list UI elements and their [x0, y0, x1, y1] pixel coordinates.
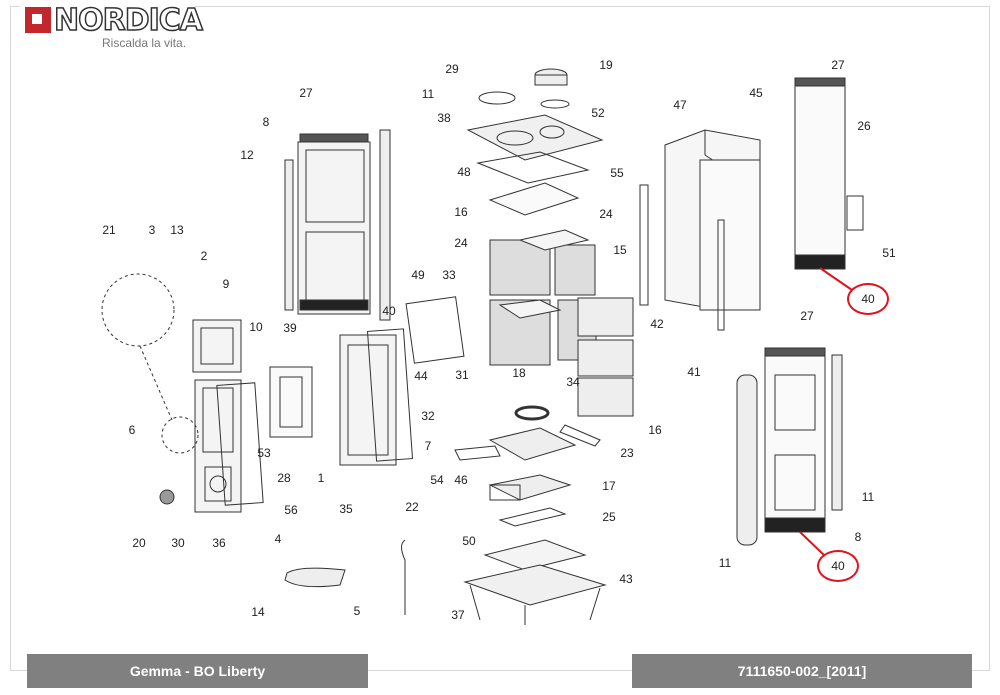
part-label[interactable]: 6 [128, 423, 136, 437]
part-label[interactable]: 8 [262, 115, 270, 129]
ash-tray-and-base [454, 405, 607, 625]
door-assembly [192, 319, 414, 513]
part-label[interactable]: 7 [424, 439, 432, 453]
part-label[interactable]: 15 [613, 243, 627, 257]
part-label[interactable]: 21 [102, 223, 116, 237]
part-label[interactable]: 19 [599, 58, 613, 72]
part-label[interactable]: 1 [317, 471, 325, 485]
part-label[interactable]: 40 [382, 304, 396, 318]
part-label[interactable]: 22 [405, 500, 419, 514]
part-label[interactable]: 47 [673, 98, 687, 112]
part-label[interactable]: 36 [212, 536, 226, 550]
model-name-bar: Gemma - BO Liberty [27, 654, 368, 688]
part-label[interactable]: 14 [251, 605, 265, 619]
part-label[interactable]: 50 [462, 534, 476, 548]
drawing-frame [10, 6, 990, 671]
part-label[interactable]: 46 [454, 473, 468, 487]
part-label[interactable]: 42 [650, 317, 664, 331]
part-label[interactable]: 24 [599, 207, 613, 221]
part-label[interactable]: 12 [240, 148, 254, 162]
part-label[interactable]: 31 [455, 368, 469, 382]
detail-circle [101, 273, 199, 454]
part-label[interactable]: 25 [602, 510, 616, 524]
part-label[interactable]: 41 [687, 365, 701, 379]
leader-lines [799, 267, 853, 557]
part-label[interactable]: 24 [454, 236, 468, 250]
part-label[interactable]: 44 [414, 369, 428, 383]
part-label[interactable]: 37 [451, 608, 465, 622]
part-label[interactable]: 51 [882, 246, 896, 260]
firebox-liners [405, 229, 634, 417]
part-label[interactable]: 53 [257, 446, 271, 460]
highlighted-part-label[interactable]: 40 [847, 283, 889, 315]
part-label[interactable]: 2 [200, 249, 208, 263]
part-label[interactable]: 43 [619, 572, 633, 586]
highlighted-part-label[interactable]: 40 [817, 550, 859, 582]
part-label[interactable]: 18 [512, 366, 526, 380]
part-label[interactable]: 28 [277, 471, 291, 485]
part-label[interactable]: 29 [445, 62, 459, 76]
drawing-code-bar: 7111650-002_[2011] [632, 654, 972, 688]
part-label[interactable]: 26 [857, 119, 871, 133]
part-label[interactable]: 52 [591, 106, 605, 120]
nordica-logo: NORDICA Riscalda la vita. [20, 2, 204, 50]
part-label[interactable]: 54 [430, 473, 444, 487]
logo-mark-icon [25, 7, 51, 33]
part-label[interactable]: 49 [411, 268, 425, 282]
part-label[interactable]: 8 [854, 530, 862, 544]
part-label[interactable]: 11 [718, 556, 732, 570]
part-label[interactable]: 48 [457, 165, 471, 179]
part-label[interactable]: 11 [861, 490, 875, 504]
part-label[interactable]: 35 [339, 502, 353, 516]
part-label[interactable]: 33 [442, 268, 456, 282]
part-label[interactable]: 30 [171, 536, 185, 550]
part-label[interactable]: 9 [222, 277, 230, 291]
part-label[interactable]: 38 [437, 111, 451, 125]
part-label[interactable]: 34 [566, 375, 580, 389]
part-label[interactable]: 27 [800, 309, 814, 323]
part-label[interactable]: 27 [831, 58, 845, 72]
part-label[interactable]: 56 [284, 503, 298, 517]
part-label[interactable]: 39 [283, 321, 297, 335]
part-label[interactable]: 45 [749, 86, 763, 100]
part-label[interactable]: 27 [299, 86, 313, 100]
side-panel-left [284, 129, 391, 321]
part-label[interactable]: 4 [274, 532, 282, 546]
part-label[interactable]: 5 [353, 604, 361, 618]
logo-tagline: Riscalda la vita. [102, 36, 187, 50]
part-label[interactable]: 20 [132, 536, 146, 550]
part-label[interactable]: 17 [602, 479, 616, 493]
stove-body-right [639, 77, 864, 546]
part-label[interactable]: 11 [421, 87, 435, 101]
part-label[interactable]: 55 [610, 166, 624, 180]
logo-wordmark: NORDICA [53, 2, 204, 39]
part-label[interactable]: 16 [454, 205, 468, 219]
part-label[interactable]: 3 [148, 223, 156, 237]
misc-parts [159, 489, 406, 615]
part-label[interactable]: 13 [170, 223, 184, 237]
top-plate [466, 68, 604, 216]
part-label[interactable]: 32 [421, 409, 435, 423]
part-label[interactable]: 23 [620, 446, 634, 460]
part-label[interactable]: 16 [648, 423, 662, 437]
part-label[interactable]: 10 [249, 320, 263, 334]
